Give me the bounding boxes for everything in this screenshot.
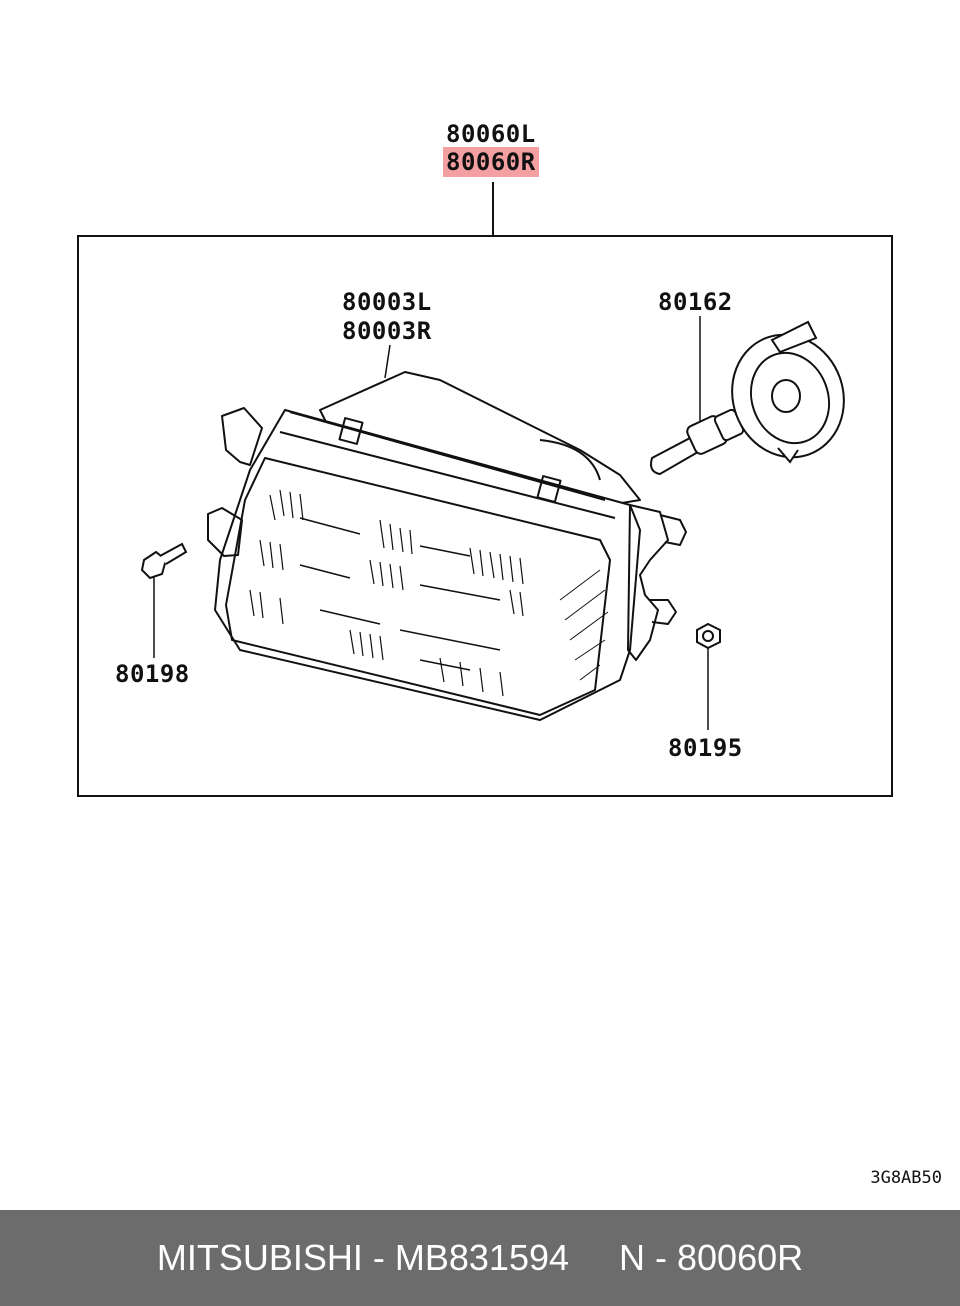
headlamp-unit (207, 371, 687, 721)
callout-assembly-left: 80060L (446, 120, 536, 148)
bulb-socket-cover (731, 320, 845, 464)
callout-unit-right: 80003R (342, 317, 432, 345)
part-footer: MITSUBISHI - MB831594 N - 80060R (0, 1210, 960, 1306)
callout-assembly-right: 80060R (443, 147, 539, 177)
callout-screw: 80198 (115, 660, 190, 688)
callout-nut: 80195 (668, 734, 743, 762)
headlamp-exploded-diagram (77, 182, 893, 797)
screw (140, 542, 188, 580)
unit-leader-line (384, 344, 391, 379)
diagram-frame (77, 235, 893, 797)
diagram-code: 3G8AB50 (870, 1168, 942, 1188)
footer-ref: N - 80060R (619, 1237, 804, 1278)
callout-assembly-right-highlight: 80060R (443, 147, 539, 177)
callout-bulb: 80162 (658, 288, 733, 316)
bulb (650, 408, 745, 476)
footer-brand-part: MITSUBISHI - MB831594 (156, 1237, 570, 1278)
callout-unit-left: 80003L (342, 288, 432, 316)
nut (696, 622, 721, 650)
